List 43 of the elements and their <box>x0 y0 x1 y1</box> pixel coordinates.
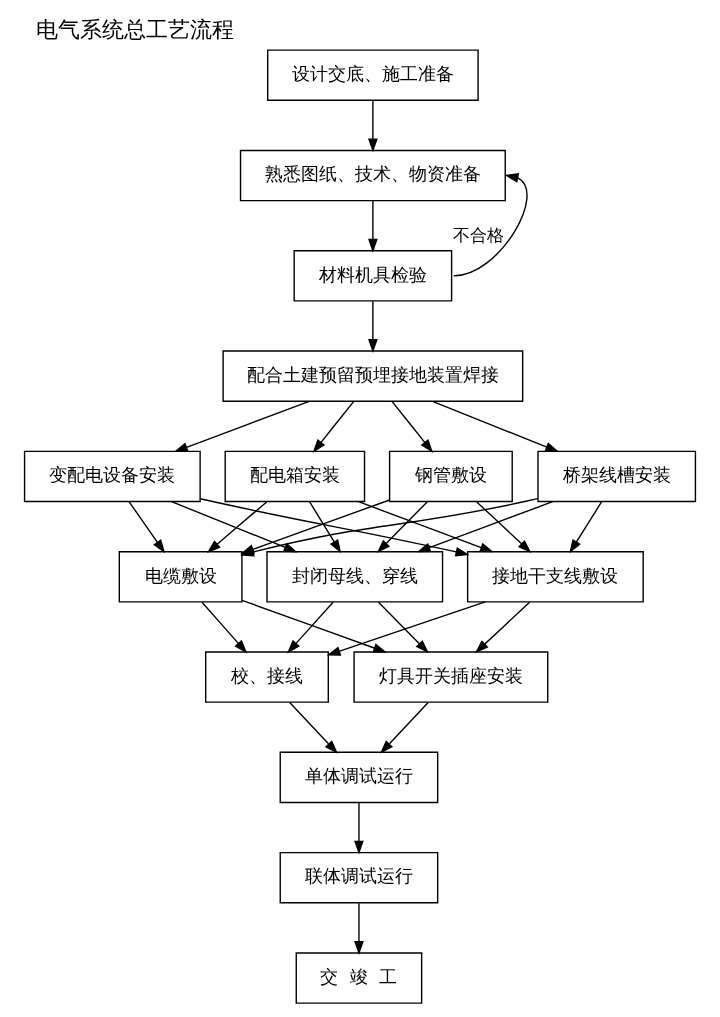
arrow <box>201 601 248 654</box>
arrow <box>354 902 364 955</box>
arrow <box>241 599 388 653</box>
node-box: 交 竣 工 <box>295 952 423 1004</box>
node-box: 联体调试运行 <box>279 851 439 904</box>
node-box: 变配电设备安装 <box>23 450 201 503</box>
node-box: 单体调试运行 <box>279 751 439 804</box>
arrow <box>287 601 334 654</box>
node-box: 设计交底、施工准备 <box>267 49 479 101</box>
node-box: 桥架线槽安装 <box>537 450 697 503</box>
node-box: 熟悉图纸、技术、物资准备 <box>239 149 506 202</box>
arrow <box>173 400 310 452</box>
node-box: 配合土建预留预埋接地装置焊接 <box>222 350 524 402</box>
node-box: 校、接线 <box>205 651 329 703</box>
edge-label: 不合格 <box>453 225 505 246</box>
arrow <box>569 501 603 554</box>
arrow <box>368 300 378 354</box>
arrow <box>312 400 355 453</box>
arrow <box>309 501 342 554</box>
arrow <box>368 200 378 253</box>
arrow <box>128 501 166 554</box>
arrow <box>368 100 378 153</box>
arrow <box>326 601 486 656</box>
arrow <box>289 701 338 754</box>
arrow <box>376 501 428 554</box>
arrow <box>391 400 434 453</box>
arrow <box>354 802 364 855</box>
arrow <box>416 501 554 553</box>
diagram-title: 电气系统总工艺流程 <box>35 16 234 43</box>
node-box: 材料机具检验 <box>293 250 453 302</box>
node-box: 钢管敷设 <box>388 450 513 503</box>
node-box: 配电箱安装 <box>224 450 366 503</box>
arrow <box>431 400 560 453</box>
arrow <box>476 501 532 553</box>
arrow <box>357 501 494 553</box>
node-box: 封闭母线、穿线 <box>266 551 444 603</box>
node-box: 电缆敷设 <box>118 551 243 603</box>
node-box: 灯具开关插座安装 <box>353 651 549 703</box>
node-box: 接地干支线敷设 <box>466 551 644 603</box>
arrow <box>380 701 429 754</box>
arrow <box>474 601 531 654</box>
arrow <box>453 173 528 277</box>
arrow <box>377 601 429 654</box>
